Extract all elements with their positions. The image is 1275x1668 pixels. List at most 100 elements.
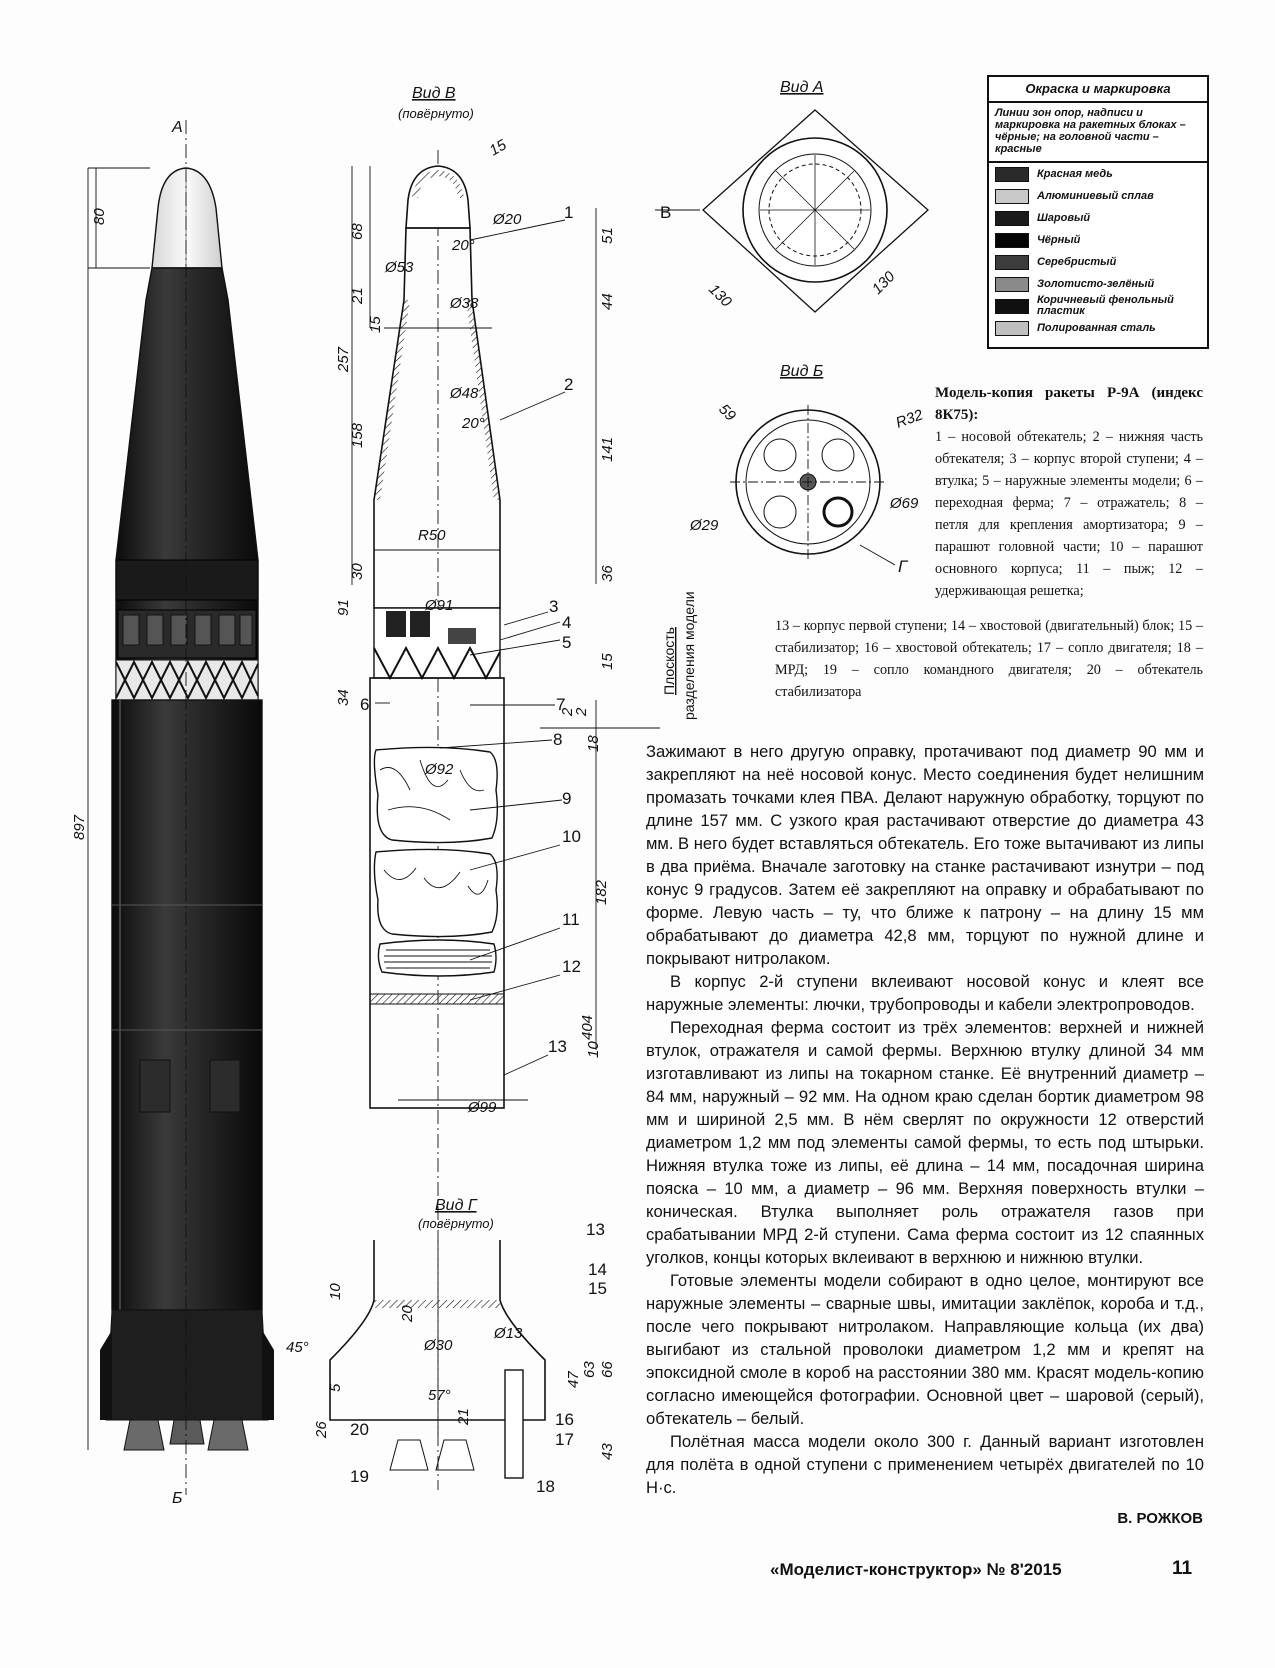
g-dim-66: 66 <box>599 1361 616 1378</box>
legend-label: Полированная сталь <box>1037 321 1156 334</box>
view-a-dim-130b: 130 <box>869 268 899 298</box>
g-dim-5: 5 <box>327 1383 344 1392</box>
dim-80: 80 <box>91 208 108 225</box>
g-dim-20: 20 <box>399 1305 416 1323</box>
legend-item: Полированная сталь <box>989 317 1207 339</box>
legend-item: Алюминиевый сплав <box>989 185 1207 207</box>
legend-item: Серебристый <box>989 251 1207 273</box>
plane-label-line2: разделения модели <box>681 591 697 720</box>
rocket-section-view: Вид В (повёрнуто) 15 Ø20 20° Ø53 Ø38 Ø48 <box>335 85 697 1440</box>
g-dim-26: 26 <box>313 1421 330 1439</box>
section-b-label: Б <box>172 1490 182 1507</box>
view-v-subtitle: (повёрнуто) <box>398 106 474 121</box>
legend-item: Коричневый фенольный пластик <box>989 295 1207 317</box>
paragraph-3: Переходная ферма состоит из трёх элемент… <box>646 1018 1204 1267</box>
dim-897: 897 <box>71 814 88 840</box>
legend-label: Красная медь <box>1037 167 1113 180</box>
caption-title: Модель-копия ракеты Р-9А (индекс 8К75): <box>935 385 1203 423</box>
legend-swatch <box>995 210 1029 226</box>
g-dim-63: 63 <box>581 1361 598 1378</box>
view-v-title: Вид В <box>412 85 456 102</box>
legend-item: Шаровый <box>989 207 1207 229</box>
dim-36: 36 <box>599 565 616 582</box>
callout-10: 10 <box>562 827 581 846</box>
legend-swatch <box>995 232 1029 248</box>
callout-leaders <box>375 219 566 1076</box>
legend-label: Шаровый <box>1037 211 1091 224</box>
callout-6: 6 <box>360 695 369 714</box>
section-a-label: А <box>171 119 183 136</box>
view-g-detail: Вид Г (повёрнуто) 13 14 15 16 17 18 19 2… <box>286 1197 616 1496</box>
legend-label: Чёрный <box>1037 233 1081 246</box>
callout-1: 1 <box>564 203 573 222</box>
g-dim-d13: Ø13 <box>493 1325 523 1342</box>
dim-51: 51 <box>599 227 616 244</box>
view-b-dim-d29: Ø29 <box>689 517 719 534</box>
view-a-title: Вид А <box>780 79 824 96</box>
dim-a20: 20° <box>451 237 475 254</box>
dim-15: 15 <box>367 316 384 333</box>
dim-30: 30 <box>349 563 366 580</box>
legend-swatch <box>995 254 1029 270</box>
dim-d92: Ø92 <box>424 761 454 778</box>
callout-13b: 13 <box>586 1220 605 1239</box>
view-g-subtitle: (повёрнуто) <box>418 1216 494 1231</box>
view-a-top: Вид А В 130 130 <box>655 79 929 313</box>
author: В. РОЖКОВ <box>1117 1510 1203 1527</box>
dim-d38: Ø38 <box>449 295 479 312</box>
dim-44: 44 <box>599 293 616 310</box>
view-b-dim-d69: Ø69 <box>889 495 919 512</box>
dim-182: 182 <box>593 879 610 905</box>
view-a-arrow-v: В <box>660 203 671 222</box>
callout-4: 4 <box>562 613 571 632</box>
legend-label: Коричневый фенольный пластик <box>1037 294 1174 317</box>
dim-15b: 15 <box>599 653 616 670</box>
callout-12: 12 <box>562 957 581 976</box>
callout-11: 11 <box>562 910 580 929</box>
legend-swatch <box>995 276 1029 292</box>
rocket-side-view: А Б 80 897 <box>71 119 274 1507</box>
dim-d53: Ø53 <box>384 259 414 276</box>
article-body: Зажимают в него другую оправку, протачив… <box>646 740 1204 1499</box>
legend-item: Золотисто-зелёный <box>989 273 1207 295</box>
callout-18: 18 <box>536 1477 555 1496</box>
view-b-title: Вид Б <box>780 363 823 380</box>
g-dim-45: 45° <box>286 1339 309 1356</box>
callout-15: 15 <box>588 1279 607 1298</box>
callout-7: 7 <box>556 695 565 714</box>
callout-17: 17 <box>555 1430 574 1449</box>
dim-r15: 15 <box>487 136 511 159</box>
dim-2a: 2 <box>559 707 576 717</box>
legend-label: Алюминиевый сплав <box>1037 189 1154 202</box>
legend-swatch <box>995 166 1029 182</box>
view-b-arrow-g: Г <box>898 557 909 576</box>
dim-d48: Ø48 <box>449 385 479 402</box>
callout-19: 19 <box>350 1467 369 1486</box>
dim-d20: Ø20 <box>492 211 522 228</box>
dim-d99: Ø99 <box>467 1099 497 1116</box>
legend-swatch <box>995 188 1029 204</box>
g-dim-57: 57° <box>428 1387 451 1404</box>
view-g-title: Вид Г <box>435 1197 478 1214</box>
g-dim-d30: Ø30 <box>423 1337 453 1354</box>
plane-label-line1: Плоскость <box>661 627 677 695</box>
callout-3: 3 <box>549 597 558 616</box>
callout-8: 8 <box>553 730 562 749</box>
g-dim-47: 47 <box>565 1371 582 1388</box>
dim-141: 141 <box>599 437 616 462</box>
legend-title: Окраска и маркировка <box>989 77 1207 103</box>
view-b-dim-r32: R32 <box>894 406 926 432</box>
dim-34: 34 <box>335 689 352 706</box>
g-dim-10: 10 <box>327 1283 344 1300</box>
paragraph-5: Полётная масса модели около 300 г. Данны… <box>646 1432 1204 1497</box>
g-dim-43: 43 <box>599 1443 616 1460</box>
dim-68: 68 <box>349 223 366 240</box>
callout-2: 2 <box>564 375 573 394</box>
figure-caption: Модель-копия ракеты Р-9А (индекс 8К75): … <box>935 382 1203 602</box>
view-b-dim-59: 59 <box>715 401 739 425</box>
callout-20: 20 <box>350 1420 369 1439</box>
dim-18: 18 <box>585 735 602 752</box>
legend-item: Чёрный <box>989 229 1207 251</box>
g-dim-21: 21 <box>455 1408 472 1426</box>
